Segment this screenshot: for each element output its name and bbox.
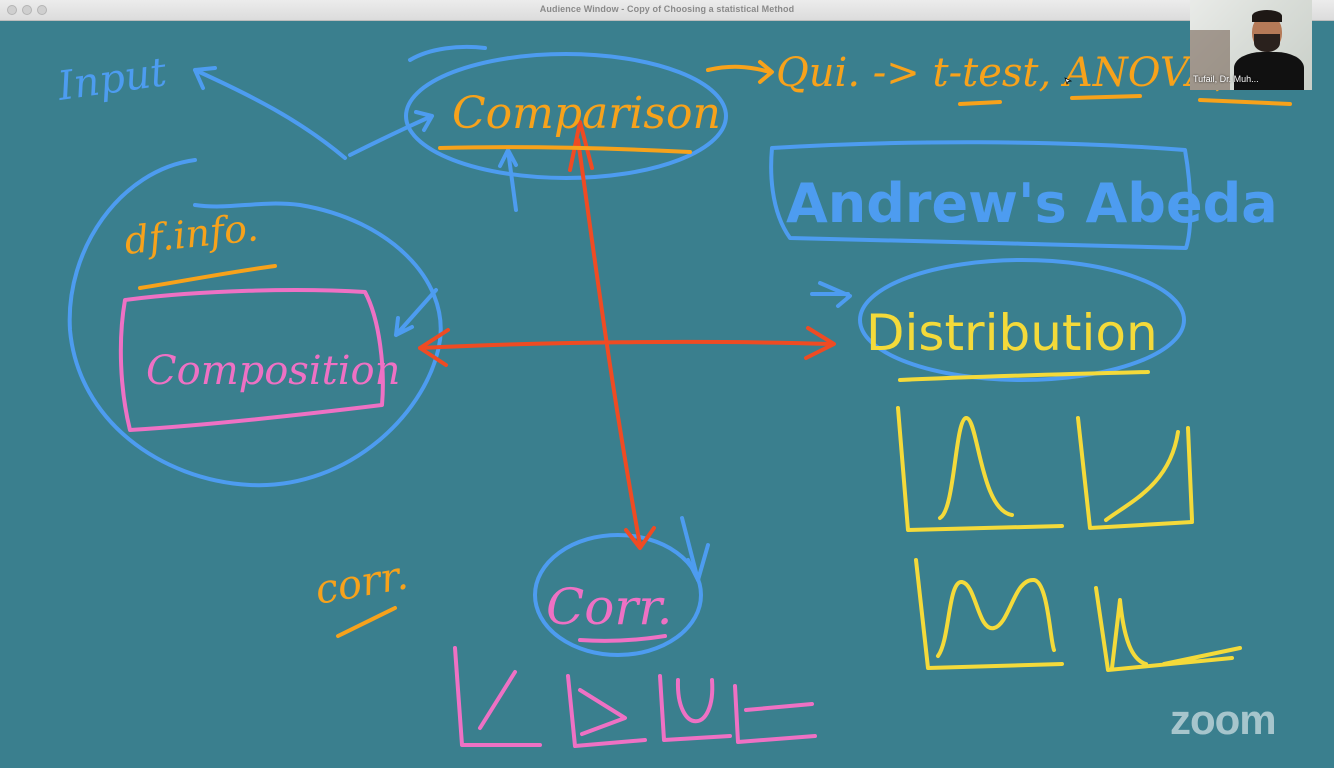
- vertical-axis-line: [576, 138, 642, 547]
- distribution-underline: [898, 370, 1150, 382]
- horizontal-axis-right-arrow: [804, 326, 836, 360]
- note-df-info: df.info.: [122, 205, 260, 263]
- corr-sketch-2: [566, 674, 647, 748]
- comparison-underline: [438, 145, 692, 154]
- note-input: Input: [54, 49, 170, 110]
- distribution-arrow: [810, 281, 852, 308]
- participant-beard: [1254, 34, 1280, 52]
- dist-sketch-normal: [896, 406, 1064, 532]
- close-window-button[interactable]: [7, 5, 17, 15]
- anova-underline: [1070, 94, 1142, 100]
- participant-hair: [1252, 10, 1282, 22]
- corr-left-underline: [336, 606, 397, 638]
- corr-arrow: [680, 516, 710, 582]
- ttest-underline: [958, 100, 1002, 106]
- corr-pink-underline: [578, 634, 667, 643]
- minimize-window-button[interactable]: [22, 5, 32, 15]
- note-distribution: Distribution: [866, 304, 1158, 362]
- horizontal-axis-left-arrow: [418, 328, 450, 367]
- extra-underline: [1198, 98, 1292, 106]
- comparison-ellipse: [404, 52, 728, 180]
- corr-ellipse: [533, 533, 703, 657]
- andrews-abeda-box: [769, 140, 1193, 250]
- dist-sketch-skew: [1076, 416, 1194, 530]
- maximize-window-button[interactable]: [37, 5, 47, 15]
- composition-box: [118, 288, 385, 432]
- zoom-watermark-logo: zoom: [1170, 696, 1277, 743]
- participant-name: Tufail, Dr. Muh...: [1193, 74, 1259, 84]
- dist-sketch-bimodal: [914, 558, 1064, 670]
- whiteboard-canvas: Input Comparison Qui. -> t-test, ANOVA, …: [0, 21, 1334, 768]
- note-andrews-abeda: Andrew's Abeda: [786, 172, 1278, 235]
- corr-sketch-1: [453, 646, 542, 747]
- input-arrow: [193, 66, 347, 160]
- dist-sketch-exponential: [1094, 586, 1242, 672]
- composition-big-ellipse: [67, 158, 443, 488]
- vertical-axis-down-arrow: [624, 526, 656, 550]
- window-titlebar: Audience Window - Copy of Choosing a sta…: [0, 0, 1334, 21]
- comparison-in-arrow: [348, 110, 434, 157]
- participant-video-tile[interactable]: Tufail, Dr. Muh...: [1190, 0, 1312, 90]
- corr-sketch-4: [733, 684, 817, 744]
- note-composition: Composition: [146, 348, 400, 394]
- note-corr-center: Corr.: [546, 578, 673, 636]
- mouse-cursor-icon: [1064, 77, 1072, 85]
- comparison-up-arrow: [498, 148, 518, 212]
- window-title: Audience Window - Copy of Choosing a sta…: [539, 4, 795, 14]
- vertical-axis-up-arrow: [568, 120, 594, 172]
- comparison-out-arrow: [706, 60, 774, 84]
- composition-in-arrow: [394, 288, 438, 337]
- distribution-ellipse: [858, 258, 1186, 382]
- horizontal-axis-line: [418, 339, 834, 350]
- dfinfo-underline: [138, 264, 277, 290]
- note-comparison: Comparison: [452, 88, 721, 139]
- corr-sketch-3: [658, 674, 732, 742]
- note-comparison-methods: Qui. -> t-test, ANOVA,: [776, 50, 1228, 96]
- background-shelf: [1190, 30, 1230, 90]
- participant-body: [1234, 52, 1304, 90]
- note-corr-left: corr.: [312, 552, 412, 613]
